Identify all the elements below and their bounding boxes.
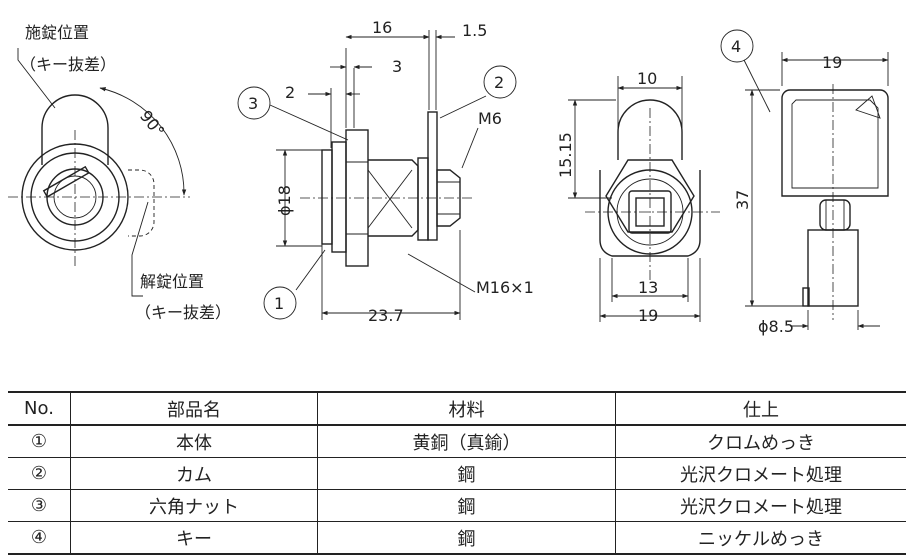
dim-m16x1: M16×1 bbox=[476, 278, 534, 297]
table-header-row: No. 部品名 材料 仕上 bbox=[8, 391, 906, 426]
part-marker-1-label: 1 bbox=[274, 294, 284, 313]
dim-15-15: 15.15 bbox=[556, 132, 575, 178]
dim-2: 2 bbox=[285, 83, 295, 102]
dim-13: 13 bbox=[638, 278, 658, 297]
rear-view bbox=[568, 76, 720, 322]
cell-no: ② bbox=[8, 457, 71, 490]
dim-phi18: ϕ18 bbox=[275, 185, 294, 216]
cell-part-name: 本体 bbox=[70, 424, 318, 458]
dim-37: 37 bbox=[733, 190, 752, 210]
dim-1-5: 1.5 bbox=[462, 21, 487, 40]
cell-part-name: キー bbox=[70, 521, 318, 555]
header-part-name: 部品名 bbox=[70, 391, 318, 426]
lock-position-label: 施錠位置 bbox=[25, 23, 89, 42]
dim-10: 10 bbox=[637, 69, 657, 88]
front-face-view bbox=[8, 48, 190, 297]
cell-finish: 光沢クロメート処理 bbox=[615, 457, 906, 490]
header-finish: 仕上 bbox=[615, 391, 906, 426]
table-row: ④ キー 鋼 ニッケルめっき bbox=[8, 521, 906, 555]
cell-finish: 光沢クロメート処理 bbox=[615, 489, 906, 522]
technical-drawing: 施錠位置 （キー抜差） 90° 解錠位置 （キー抜差） bbox=[8, 18, 889, 336]
part-marker-1: 1 bbox=[263, 286, 297, 320]
cell-part-name: カム bbox=[70, 457, 318, 490]
dim-19-key: 19 bbox=[822, 53, 842, 72]
dim-16: 16 bbox=[372, 18, 392, 37]
cell-material: 鋼 bbox=[317, 521, 616, 555]
cell-material: 黄銅（真鍮） bbox=[317, 424, 616, 458]
cell-material: 鋼 bbox=[317, 489, 616, 522]
rotation-angle-label: 90° bbox=[136, 107, 168, 141]
table-row: ① 本体 黄銅（真鍮） クロムめっき bbox=[8, 424, 906, 458]
lock-position-sub: （キー抜差） bbox=[20, 55, 116, 74]
cell-finish: ニッケルめっき bbox=[615, 521, 906, 555]
dim-19-front: 19 bbox=[638, 306, 658, 325]
parts-table: No. 部品名 材料 仕上 ① 本体 黄銅（真鍮） クロムめっき ② カム 鋼 … bbox=[8, 391, 906, 555]
cell-no: ① bbox=[8, 424, 71, 458]
cell-part-name: 六角ナット bbox=[70, 489, 318, 522]
unlock-position-label: 解錠位置 bbox=[140, 272, 204, 291]
key-view bbox=[743, 52, 889, 330]
part-marker-3-label: 3 bbox=[248, 94, 258, 113]
part-marker-3: 3 bbox=[237, 86, 271, 120]
part-marker-2-label: 2 bbox=[494, 73, 504, 92]
dim-m6: M6 bbox=[478, 109, 502, 128]
part-marker-4: 4 bbox=[720, 29, 754, 63]
part-marker-2: 2 bbox=[483, 65, 517, 99]
dim-3: 3 bbox=[392, 57, 402, 76]
unlock-position-sub: （キー抜差） bbox=[135, 303, 231, 322]
cell-no: ③ bbox=[8, 489, 71, 522]
table-row: ② カム 鋼 光沢クロメート処理 bbox=[8, 457, 906, 490]
table-row: ③ 六角ナット 鋼 光沢クロメート処理 bbox=[8, 489, 906, 522]
side-section-view bbox=[269, 30, 487, 320]
header-no: No. bbox=[8, 391, 71, 426]
cell-finish: クロムめっき bbox=[615, 424, 906, 458]
header-material: 材料 bbox=[317, 391, 616, 426]
cell-no: ④ bbox=[8, 521, 71, 555]
dim-23-7: 23.7 bbox=[368, 306, 404, 325]
part-marker-4-label: 4 bbox=[731, 37, 741, 56]
cell-material: 鋼 bbox=[317, 457, 616, 490]
dim-phi8-5: ϕ8.5 bbox=[758, 317, 794, 336]
